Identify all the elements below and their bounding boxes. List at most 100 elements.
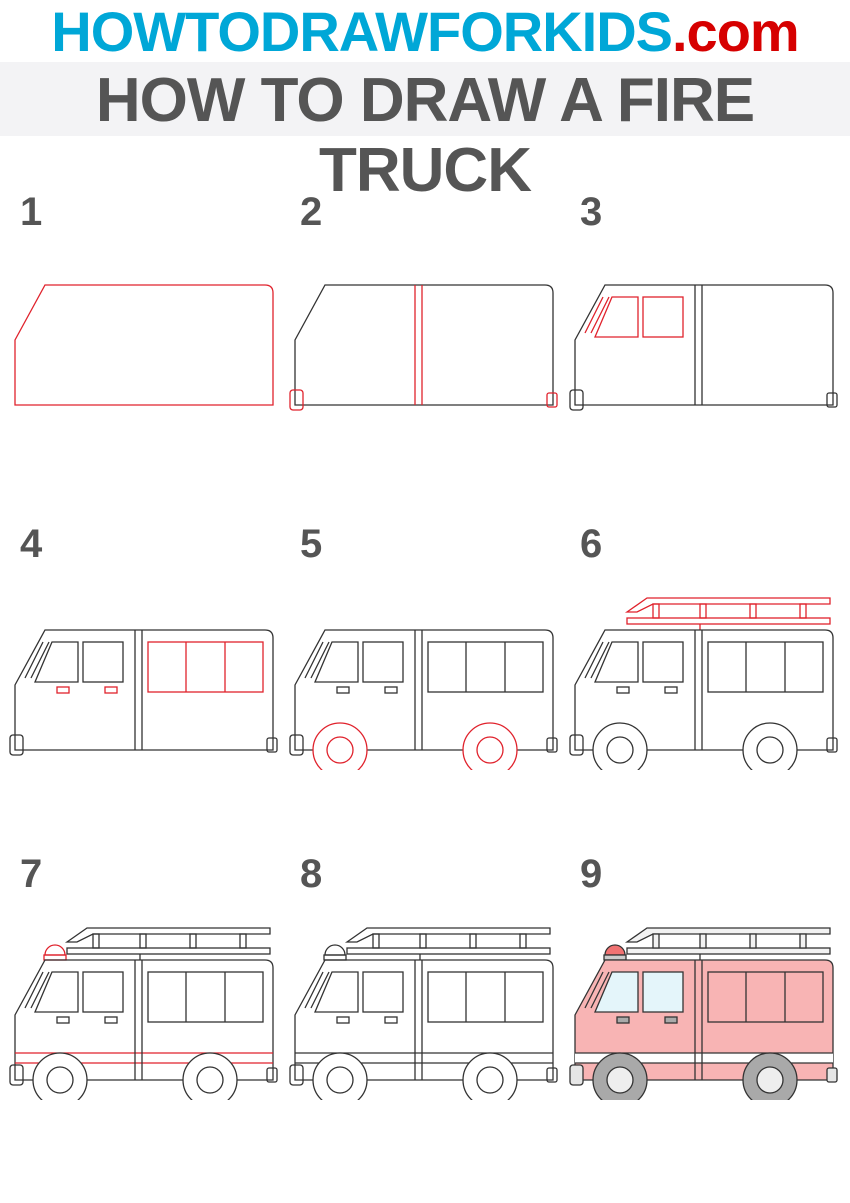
door-handle [384,686,398,694]
cab-window-front [34,641,79,683]
ladder-top-rail [624,927,831,943]
windshield-lines [304,641,330,679]
step-number: 8 [300,852,323,896]
windshield-lines [584,641,610,679]
ladder-rung [92,933,100,949]
door-handle [664,1016,678,1024]
step-number: 6 [580,522,603,566]
ladder-rung [749,933,757,949]
step-number: 1 [20,190,43,234]
truck-body [14,959,274,1081]
ladder-rung [799,933,807,949]
wheel-hub [326,1066,354,1094]
wheel-hub [196,1066,224,1094]
door-handle [336,1016,350,1024]
rear-windows [707,641,824,693]
ladder-rung [189,933,197,949]
rear-bumper [826,1067,838,1083]
step-6-drawing [569,597,838,770]
truck-body [574,959,834,1081]
front-bumper [9,734,24,756]
rear-bumper [546,737,558,753]
ladder-rung [699,603,707,619]
door-handle [384,1016,398,1024]
ladder-bottom-rail [346,947,551,955]
cab-window-side [642,971,684,1013]
cab-window-side [362,641,404,683]
step-3-drawing [569,284,838,411]
windshield-lines [584,296,610,334]
wheel-hub [326,736,354,764]
beacon-base [43,954,67,961]
step-8-drawing [289,927,558,1100]
ladder-rung [139,933,147,949]
front-bumper [569,1064,584,1086]
windshield-lines [24,971,50,1009]
door-handle [616,1016,630,1024]
site-logo[interactable]: HOWTODRAWFORKIDS.com [0,2,850,62]
front-bumper [9,1064,24,1086]
site-tld: .com [672,0,800,63]
step-9-drawing [569,927,838,1100]
rear-windows [427,971,544,1023]
wheel-hub [606,736,634,764]
ladder-rung [372,933,380,949]
rear-bumper [546,1067,558,1083]
windshield-lines [304,971,330,1009]
ladder-top-rail [64,927,271,943]
front-bumper [289,389,304,411]
cab-window-side [642,296,684,338]
door-handle [616,686,630,694]
ladder-rung [699,933,707,949]
beacon-icon [604,944,626,956]
wheel-hub [46,1066,74,1094]
beacon-icon [324,944,346,956]
door-handle [664,686,678,694]
step-number: 9 [580,852,603,896]
front-bumper [289,1064,304,1086]
step-4-drawing [9,629,278,756]
rear-bumper [826,392,838,408]
step-number: 5 [300,522,323,566]
cab-window-front [314,971,359,1013]
door-handle [104,1016,118,1024]
rear-windows [147,641,264,693]
beacon-base [323,954,347,961]
wheel-hub [476,736,504,764]
truck-body [14,629,274,751]
cab-window-side [82,641,124,683]
page-title: HOW TO DRAW A FIRE TRUCK [95,66,755,205]
wheel-hub [756,1066,784,1094]
ladder-bottom-rail [626,947,831,955]
cab-window-front [594,971,639,1013]
ladder-rung [469,933,477,949]
rear-bumper [266,1067,278,1083]
rear-bumper [546,392,558,408]
ladder-rung [419,933,427,949]
door-handle [104,686,118,694]
wheel-hub [606,1066,634,1094]
ladder-rung [652,933,660,949]
cab-window-front [594,296,639,338]
front-bumper [569,389,584,411]
truck-body [294,284,554,406]
ladder-bottom-rail [626,617,831,625]
truck-body [574,284,834,406]
beacon-icon [44,944,66,956]
site-name: HOWTODRAWFORKIDS [51,0,673,63]
white-stripe [575,1053,833,1063]
cab-window-front [594,641,639,683]
front-bumper [289,734,304,756]
title-band [0,62,850,136]
ladder-rung [239,933,247,949]
step-7-drawing [9,927,278,1100]
step-1-drawing [14,284,274,406]
step-5-drawing [289,629,558,770]
wheel-hub [756,736,784,764]
windshield-lines [24,641,50,679]
step-number: 3 [580,190,603,234]
truck-body [14,284,274,406]
ladder-rung [799,603,807,619]
step-number: 7 [20,852,43,896]
cab-window-side [362,971,404,1013]
